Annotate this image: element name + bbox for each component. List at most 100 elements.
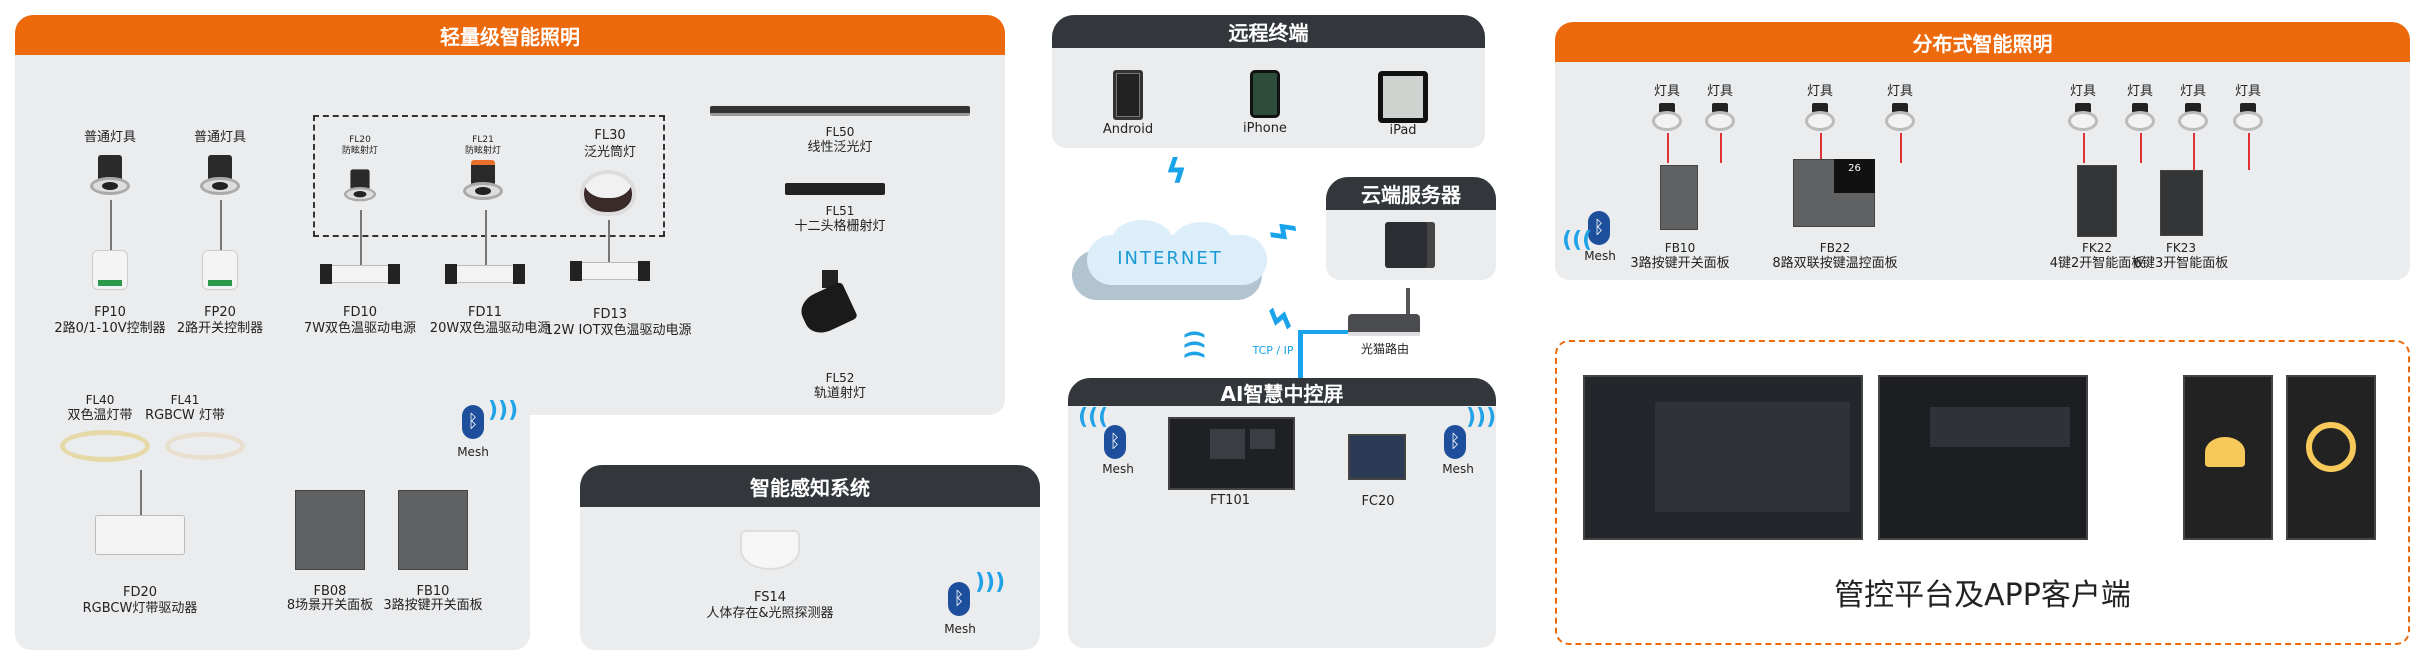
ft101-screen-icon bbox=[1168, 417, 1295, 490]
mesh-label: Mesh bbox=[457, 445, 489, 459]
server-icon bbox=[1385, 222, 1435, 268]
downlight-icon bbox=[198, 155, 242, 199]
spotlight-icon bbox=[461, 160, 505, 204]
product-name: 防眩射灯 bbox=[341, 146, 378, 156]
lamp-label: 灯具 bbox=[1706, 84, 1733, 99]
thermostat-display: 26 bbox=[1834, 159, 1875, 193]
device-label: iPad bbox=[1389, 123, 1417, 138]
downlight-icon bbox=[88, 155, 132, 199]
mesh-label: Mesh bbox=[1102, 462, 1134, 476]
bluetooth-icon: ᛒ bbox=[1588, 211, 1610, 245]
product-code: FL30 bbox=[594, 128, 626, 143]
tcp-ip-cable bbox=[1298, 330, 1303, 380]
product-name: 十二头格栅射灯 bbox=[794, 219, 886, 234]
product-code: FL21 bbox=[472, 135, 494, 145]
internet-label: INTERNET bbox=[1117, 248, 1223, 269]
sensing-panel bbox=[580, 505, 1040, 650]
product-name: 20W双色温驱动电源 bbox=[429, 321, 551, 336]
platform-frame bbox=[1555, 340, 2410, 645]
product-code: FL51 bbox=[825, 204, 855, 218]
sensing-title: 智能感知系统 bbox=[580, 465, 1040, 507]
downlight-icon bbox=[1805, 103, 1835, 133]
fb10-panel-icon bbox=[1660, 165, 1698, 230]
product-name: 2路0/1-10V控制器 bbox=[54, 321, 166, 336]
wire bbox=[1820, 133, 1822, 163]
product-name: RGBCW 灯带 bbox=[145, 408, 225, 423]
lightning-icon: ϟ bbox=[1259, 297, 1303, 343]
wifi-icon: ))) bbox=[1182, 329, 1208, 360]
floodlight-icon bbox=[580, 170, 636, 216]
product-code: FP10 bbox=[94, 305, 126, 320]
wire bbox=[2248, 133, 2250, 170]
device-label: iPhone bbox=[1243, 121, 1287, 136]
product-code: FL52 bbox=[825, 371, 855, 385]
led-strip-icon bbox=[165, 432, 245, 460]
product-name: 3路按键开关面板 bbox=[383, 598, 483, 613]
lamp-label: 灯具 bbox=[2234, 84, 2261, 99]
remote-title: 远程终端 bbox=[1052, 15, 1485, 48]
product-code: FL20 bbox=[349, 135, 371, 145]
driver-icon bbox=[445, 264, 525, 284]
downlight-icon bbox=[2068, 103, 2098, 133]
product-name: 8路双联按键温控面板 bbox=[1772, 256, 1898, 271]
product-code: FD20 bbox=[122, 585, 158, 600]
switch-panel-icon bbox=[398, 490, 468, 570]
product-code: FK22 bbox=[2081, 241, 2113, 255]
product-code: FP20 bbox=[204, 305, 236, 320]
wire bbox=[1720, 133, 1722, 163]
product-name: 泛光筒灯 bbox=[583, 145, 636, 160]
signal-icon: ))) bbox=[1078, 405, 1109, 430]
sensor-icon bbox=[740, 530, 800, 570]
grille-light-icon bbox=[785, 183, 885, 195]
spotlight-icon bbox=[342, 169, 377, 204]
product-code: FB10 bbox=[1664, 241, 1696, 255]
product-code: FB08 bbox=[313, 584, 347, 599]
product-code: FL41 bbox=[170, 393, 200, 407]
fk23-panel-icon bbox=[2160, 170, 2203, 236]
product-name: 2路开关控制器 bbox=[176, 321, 264, 336]
product-name: 8场景开关面板 bbox=[286, 598, 374, 613]
product-code: FB10 bbox=[416, 584, 450, 599]
lamp-label: 灯具 bbox=[2179, 84, 2206, 99]
bluetooth-icon: ᛒ bbox=[1104, 425, 1126, 459]
product-code: FL40 bbox=[85, 393, 115, 407]
mesh-label: Mesh bbox=[944, 622, 976, 636]
ipad-icon bbox=[1378, 71, 1428, 123]
product-name: 4键2开智能面板 bbox=[2049, 256, 2145, 271]
web-dashboard-screenshot bbox=[1583, 375, 1863, 540]
cloud-server-title: 云端服务器 bbox=[1326, 177, 1496, 210]
product-code: FD11 bbox=[467, 305, 503, 320]
product-name: 双色温灯带 bbox=[67, 408, 133, 423]
android-phone-icon bbox=[1113, 70, 1143, 120]
tcp-ip-cable bbox=[1298, 330, 1348, 334]
driver-icon bbox=[570, 261, 650, 281]
fc20-screen-icon bbox=[1348, 434, 1406, 480]
cloud-icon bbox=[1072, 220, 1272, 302]
central-title: AI智慧中控屏 bbox=[1068, 378, 1496, 406]
scene-panel-icon bbox=[295, 490, 365, 570]
app-screenshot bbox=[2183, 375, 2273, 540]
lamp-label: 灯具 bbox=[1653, 84, 1680, 99]
lamp-label: 灯具 bbox=[1886, 84, 1913, 99]
lamp-label: 灯具 bbox=[2126, 84, 2153, 99]
bluetooth-icon: ᛒ bbox=[462, 405, 484, 439]
fk22-panel-icon bbox=[2077, 165, 2117, 237]
product-code: FD10 bbox=[342, 305, 378, 320]
linear-light-icon bbox=[710, 106, 970, 116]
driver-icon bbox=[320, 264, 400, 284]
downlight-icon bbox=[2233, 103, 2263, 133]
product-name: 12W IOT双色温驱动电源 bbox=[545, 323, 692, 338]
product-name: 6键3开智能面板 bbox=[2133, 256, 2229, 271]
downlight-icon bbox=[2178, 103, 2208, 133]
wire bbox=[1900, 133, 1902, 163]
device-label: FC20 bbox=[1361, 494, 1395, 509]
mesh-label: Mesh bbox=[1584, 249, 1616, 263]
product-code: FK23 bbox=[2165, 241, 2197, 255]
lightweight-title: 轻量级智能照明 bbox=[15, 15, 1005, 55]
device-label: FT101 bbox=[1209, 493, 1250, 508]
controller-icon bbox=[92, 250, 128, 290]
router-antenna bbox=[1406, 288, 1410, 316]
product-code: FL50 bbox=[825, 125, 855, 139]
product-code: FS14 bbox=[753, 590, 787, 605]
router-label: 光猫路由 bbox=[1360, 342, 1409, 356]
